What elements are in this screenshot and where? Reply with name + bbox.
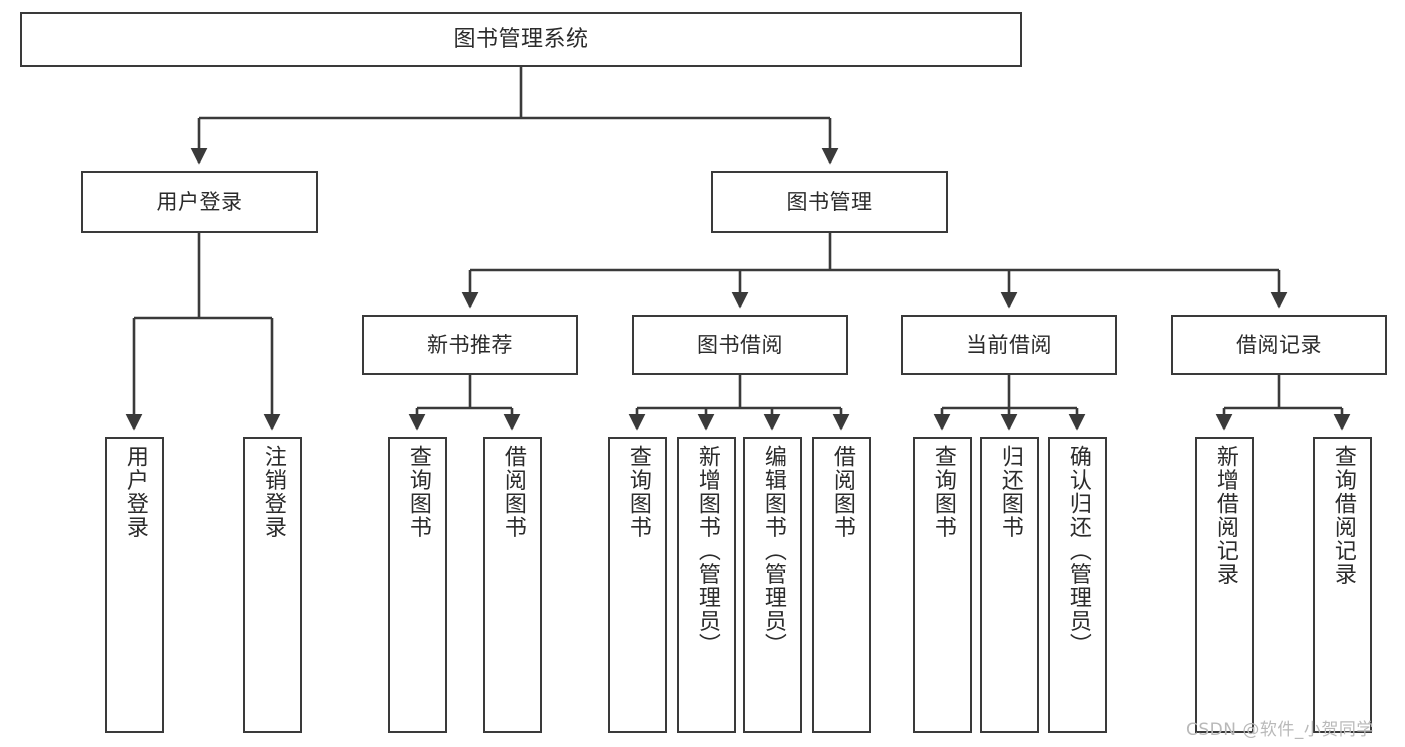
node-leaf-edit-book-admin[interactable]: 编辑图书（管理员） bbox=[743, 437, 802, 733]
node-leaf-edit-book-admin-label: 编辑图书（管理员） bbox=[760, 445, 786, 657]
node-leaf-user-login-label: 用户登录 bbox=[122, 445, 148, 539]
node-leaf-add-borrow-record[interactable]: 新增借阅记录 bbox=[1195, 437, 1254, 733]
node-leaf-query-book-2[interactable]: 查询图书 bbox=[608, 437, 667, 733]
node-leaf-borrow-book-1-label: 借阅图书 bbox=[500, 445, 526, 539]
node-root-label: 图书管理系统 bbox=[453, 26, 589, 52]
node-leaf-query-book-1[interactable]: 查询图书 bbox=[388, 437, 447, 733]
node-book-management[interactable]: 图书管理 bbox=[711, 171, 948, 233]
node-book-borrow-label: 图书借阅 bbox=[697, 332, 783, 357]
node-leaf-confirm-return-admin-label: 确认归还（管理员） bbox=[1065, 445, 1091, 657]
node-borrow-record-label: 借阅记录 bbox=[1236, 332, 1322, 357]
node-leaf-query-borrow-record-label: 查询借阅记录 bbox=[1330, 445, 1356, 586]
node-current-borrow-label: 当前借阅 bbox=[966, 332, 1052, 357]
node-root[interactable]: 图书管理系统 bbox=[20, 12, 1022, 67]
node-leaf-add-book-admin-label: 新增图书（管理员） bbox=[694, 445, 720, 657]
watermark-text: CSDN @软件_小贺同学 bbox=[1186, 720, 1374, 740]
node-current-borrow[interactable]: 当前借阅 bbox=[901, 315, 1117, 375]
node-leaf-logout-login[interactable]: 注销登录 bbox=[243, 437, 302, 733]
node-new-book-recommend[interactable]: 新书推荐 bbox=[362, 315, 578, 375]
node-leaf-add-borrow-record-label: 新增借阅记录 bbox=[1212, 445, 1238, 586]
node-new-book-recommend-label: 新书推荐 bbox=[427, 332, 513, 357]
node-leaf-add-book-admin[interactable]: 新增图书（管理员） bbox=[677, 437, 736, 733]
node-leaf-query-book-2-label: 查询图书 bbox=[625, 445, 651, 539]
node-book-borrow[interactable]: 图书借阅 bbox=[632, 315, 848, 375]
node-user-login-label: 用户登录 bbox=[156, 189, 243, 214]
node-leaf-query-book-3[interactable]: 查询图书 bbox=[913, 437, 972, 733]
node-leaf-query-borrow-record[interactable]: 查询借阅记录 bbox=[1313, 437, 1372, 733]
node-leaf-query-book-1-label: 查询图书 bbox=[405, 445, 431, 539]
node-leaf-borrow-book-2-label: 借阅图书 bbox=[829, 445, 855, 539]
node-leaf-return-book[interactable]: 归还图书 bbox=[980, 437, 1039, 733]
node-leaf-borrow-book-1[interactable]: 借阅图书 bbox=[483, 437, 542, 733]
node-leaf-user-login[interactable]: 用户登录 bbox=[105, 437, 164, 733]
node-leaf-logout-login-label: 注销登录 bbox=[260, 445, 286, 539]
node-leaf-query-book-3-label: 查询图书 bbox=[930, 445, 956, 539]
node-borrow-record[interactable]: 借阅记录 bbox=[1171, 315, 1387, 375]
node-leaf-confirm-return-admin[interactable]: 确认归还（管理员） bbox=[1048, 437, 1107, 733]
node-book-management-label: 图书管理 bbox=[786, 189, 873, 214]
node-leaf-borrow-book-2[interactable]: 借阅图书 bbox=[812, 437, 871, 733]
node-leaf-return-book-label: 归还图书 bbox=[997, 445, 1023, 539]
node-user-login[interactable]: 用户登录 bbox=[81, 171, 318, 233]
